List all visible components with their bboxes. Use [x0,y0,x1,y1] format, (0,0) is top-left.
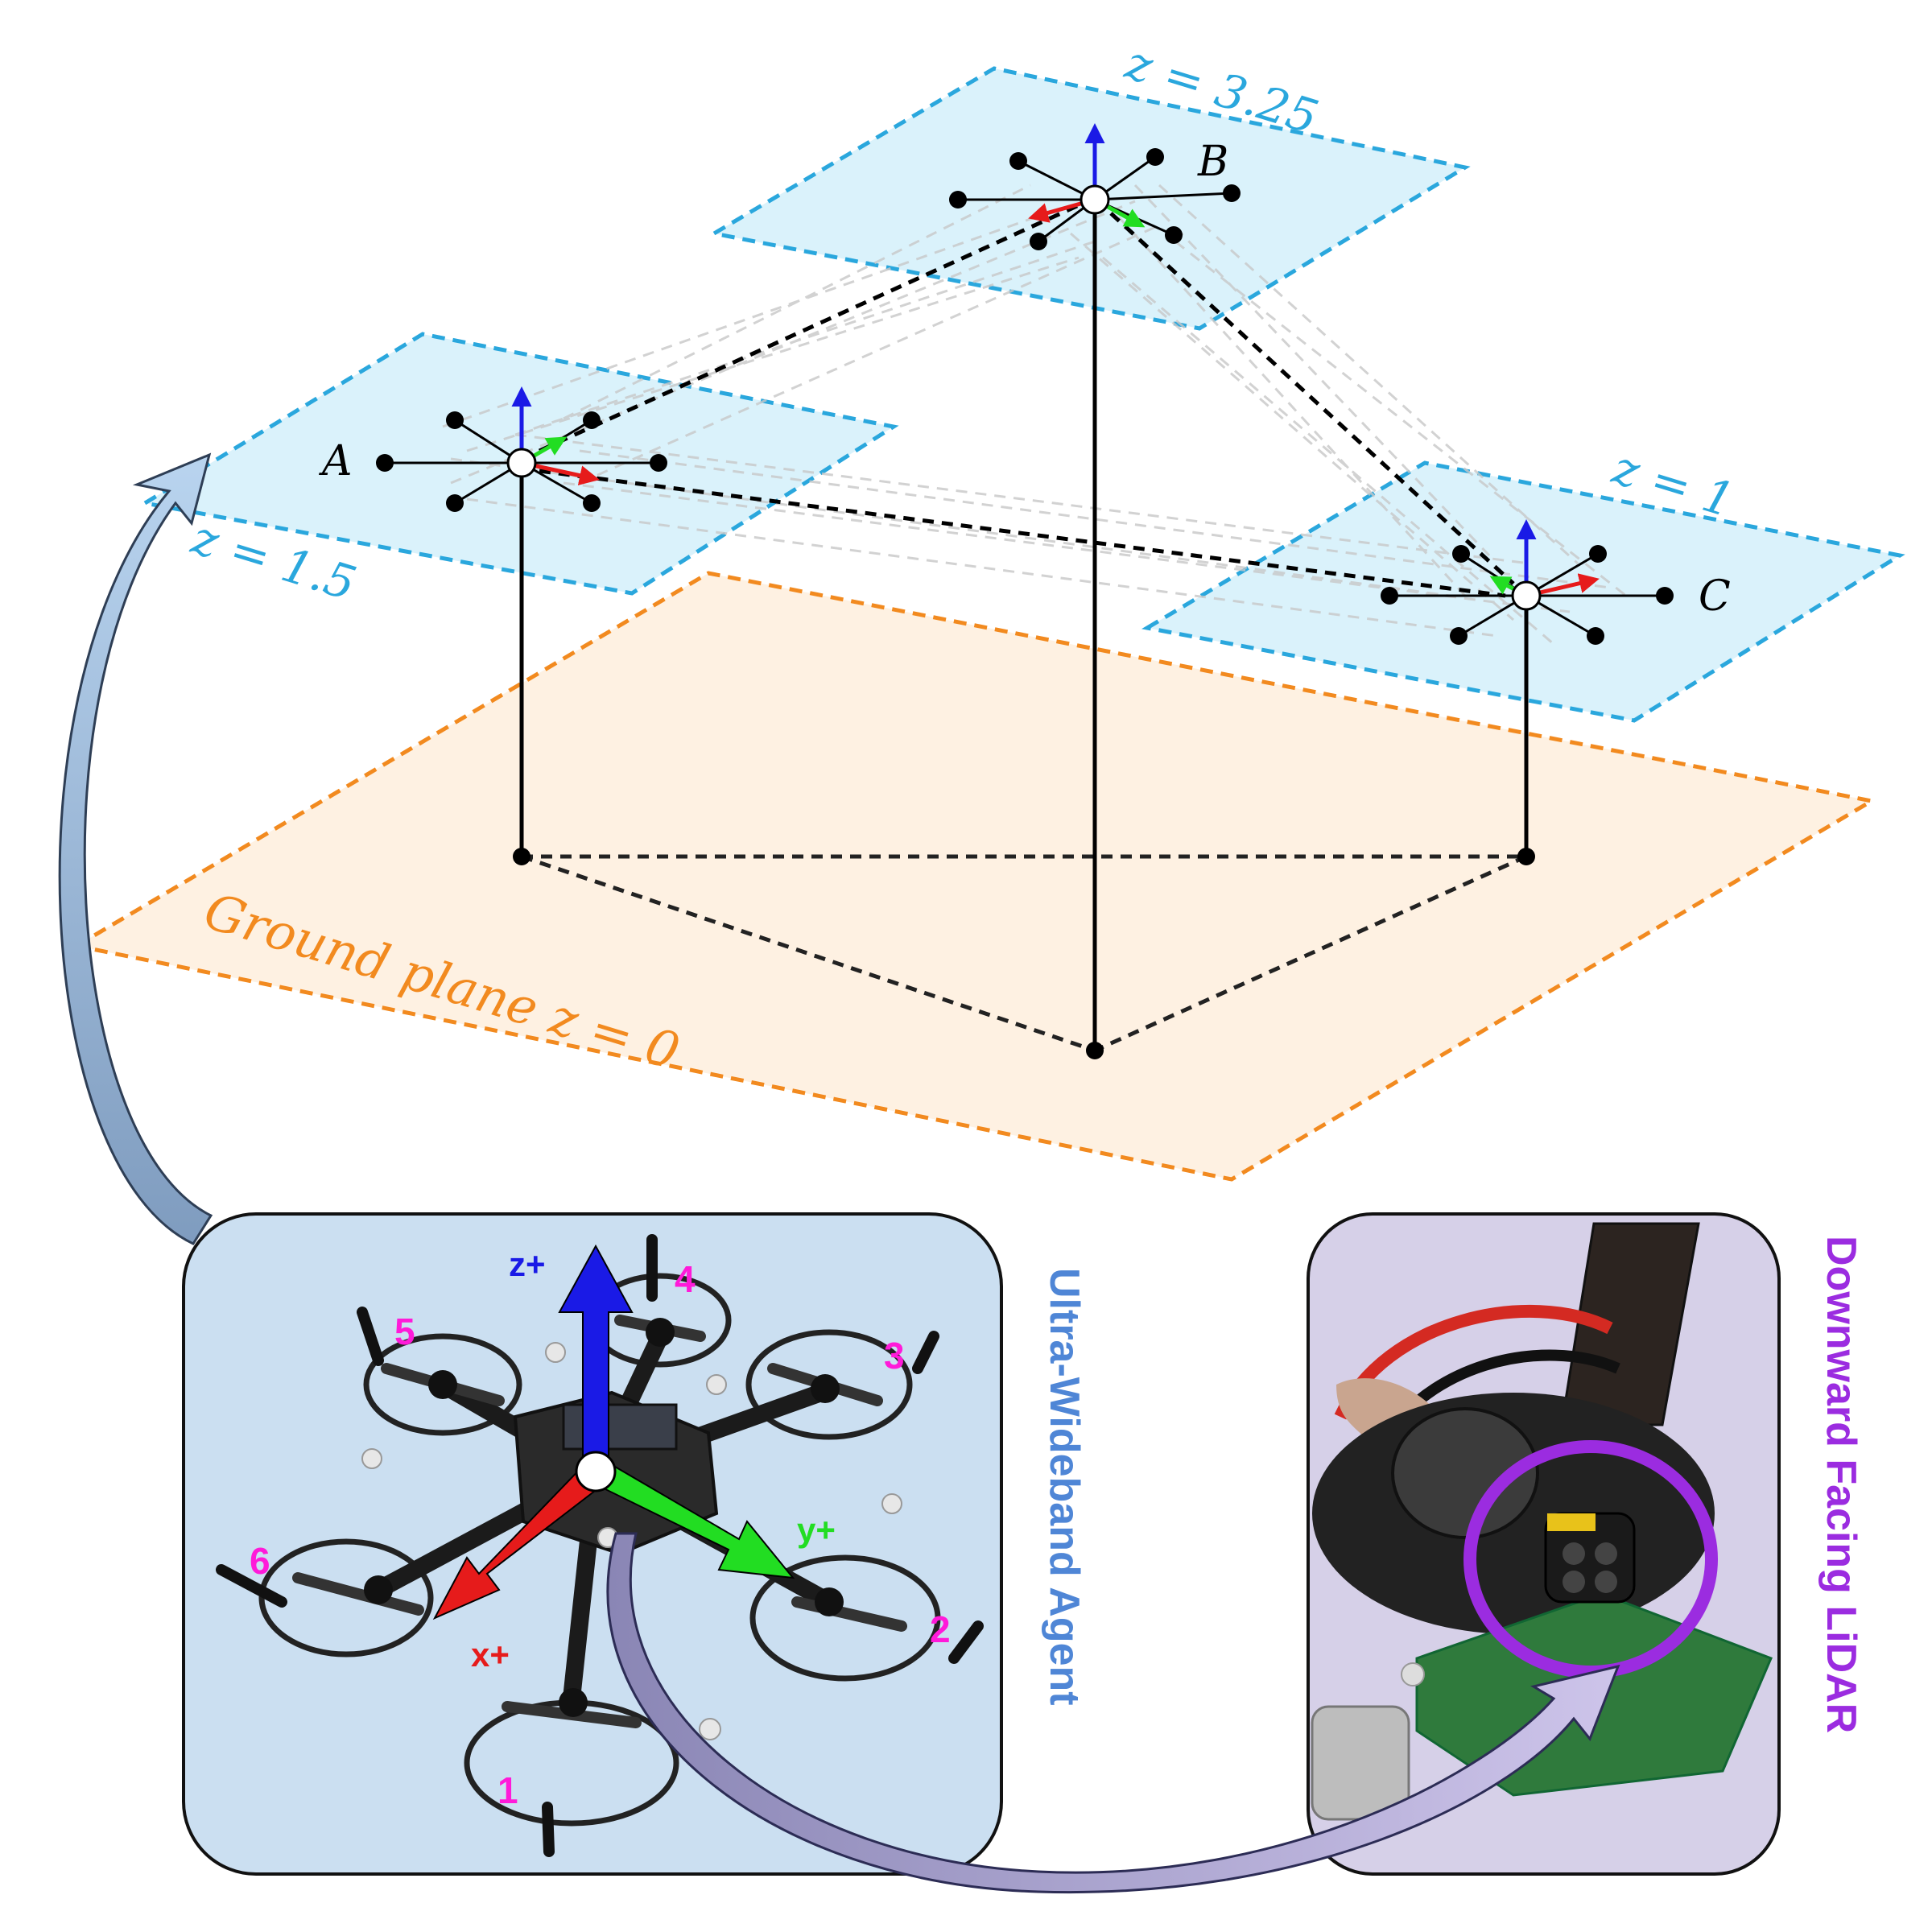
lidar-photo [1311,1222,1773,1821]
altitude-lines [519,200,1529,1051]
motor-label-4: 4 [675,1258,696,1300]
ground-point-b [1086,1042,1104,1059]
agent-a-label: A [319,437,353,485]
ground-point-c [1517,848,1535,865]
motor-label-2: 2 [930,1608,951,1650]
motor-label-3: 3 [884,1335,905,1377]
ranging-lines-faint [442,184,1627,646]
lidar-panel-title: Downward Facing LiDAR [1818,1236,1864,1733]
drone-to-lidar-arrow [606,1532,1620,1894]
motor-label-5: 5 [394,1311,415,1352]
uwb-panel-title: Ultra-Wideband Agent [1041,1268,1088,1706]
ground-point-a [513,848,530,865]
hexacopter-drone [216,1234,984,1857]
ranging-lines-main [538,203,1515,598]
motor-label-6: 6 [250,1540,270,1582]
axis-y-label: y+ [797,1511,836,1549]
agent-a-icon [376,386,667,512]
uwb-to-agent-arrow [58,452,213,1245]
agent-c-icon [1381,519,1674,645]
ground-projection [521,854,1528,1053]
axis-x-label: x+ [471,1636,510,1674]
motor-label-1: 1 [497,1769,518,1811]
agent-b-label: B [1197,138,1228,186]
agent-b-icon [949,123,1241,250]
agent-c-label: C [1699,572,1731,621]
axis-z-label: z+ [509,1245,546,1283]
body-axes [432,1244,795,1620]
ground-plane [71,571,1877,1182]
